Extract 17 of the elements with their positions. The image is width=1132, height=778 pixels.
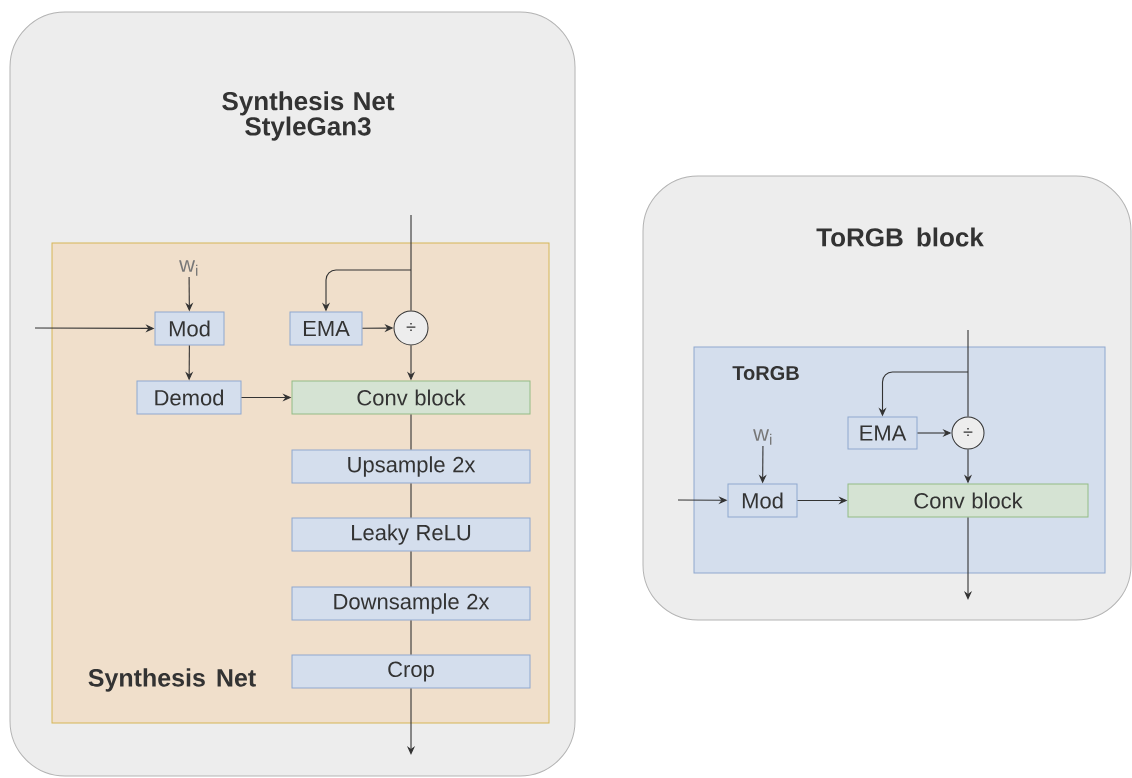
process-box: EMA: [847, 416, 918, 450]
input-label: w$_{i}$: [753, 429, 772, 445]
card-title: ToRGB block: [816, 227, 984, 247]
panel-title: Synthesis Net: [88, 668, 256, 692]
conv-block-box: Conv block: [291, 380, 531, 415]
process-box: Mod: [154, 311, 225, 346]
process-box: Crop: [291, 654, 531, 689]
card-title: Synthesis Net StyleGan3: [222, 91, 395, 141]
process-box: Upsample 2x: [291, 449, 531, 484]
panel-title: ToRGB: [732, 365, 799, 381]
process-box: Mod: [727, 483, 798, 518]
process-box: Leaky ReLU: [291, 517, 531, 552]
process-box: Downsample 2x: [291, 586, 531, 621]
process-box: EMA: [289, 311, 363, 346]
conv-block-box: Conv block: [847, 483, 1089, 518]
input-label: w$_{i}$: [179, 260, 198, 276]
process-box: Demod: [136, 380, 242, 415]
